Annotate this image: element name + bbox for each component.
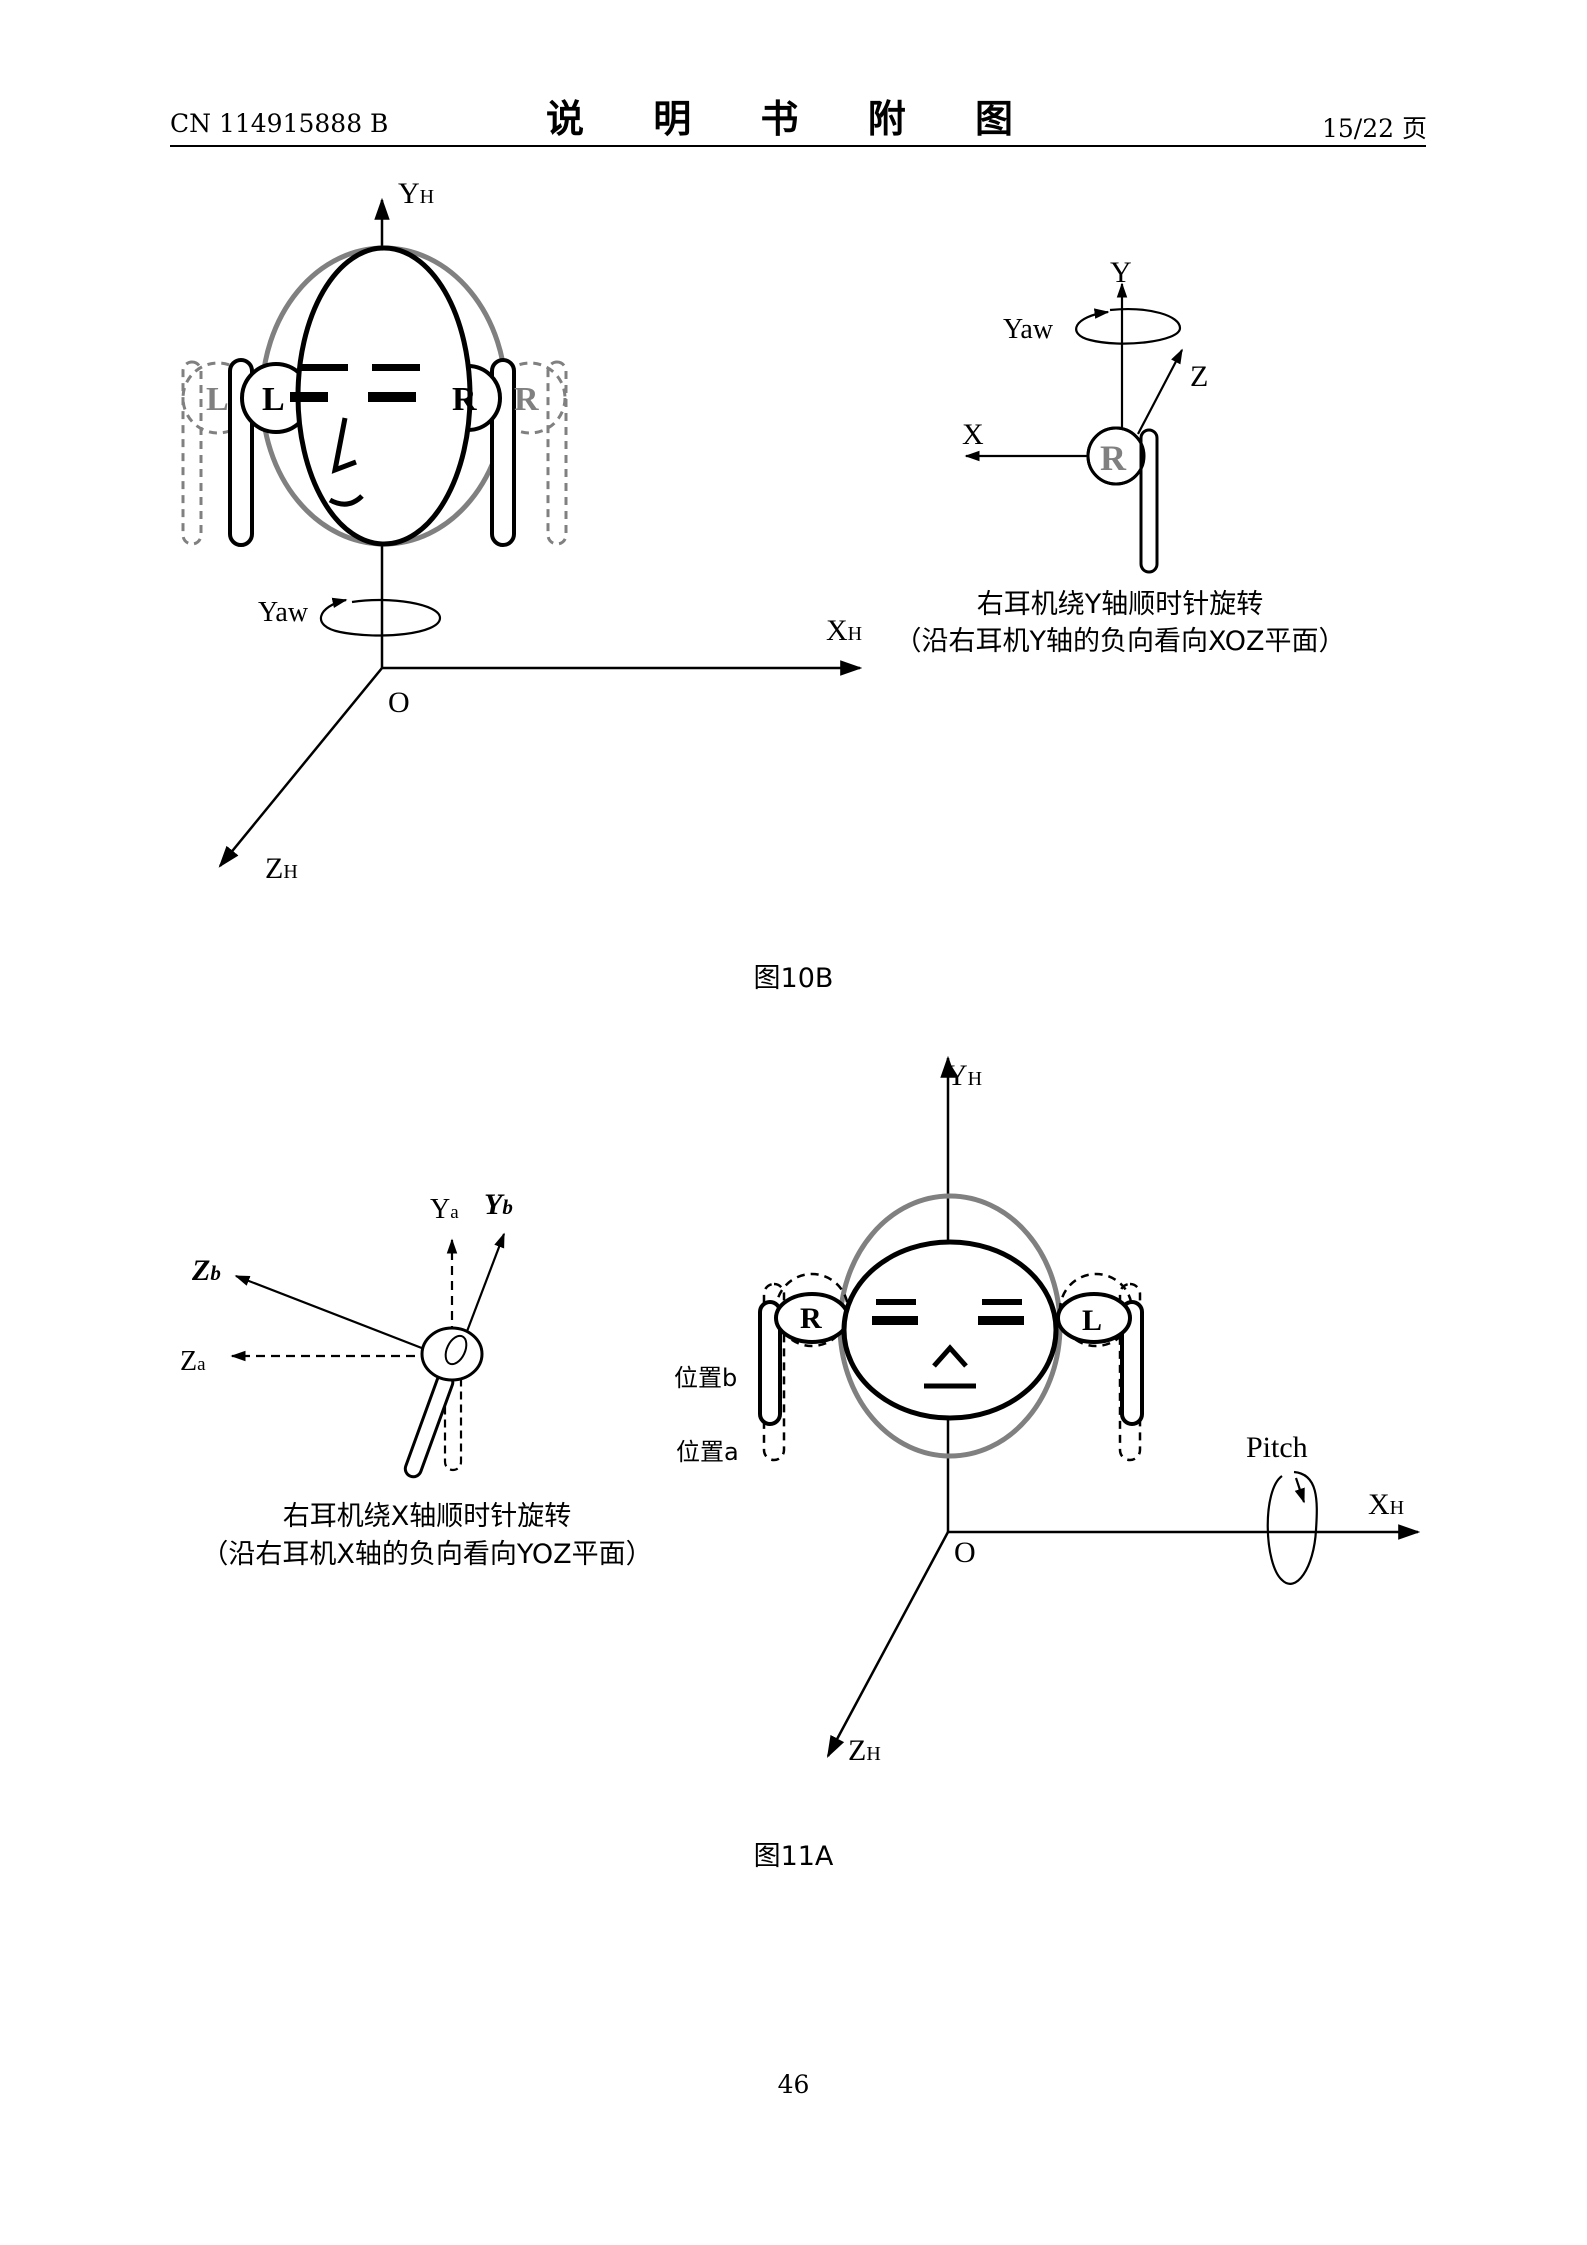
fig11a-inset-za-label: Za [180,1346,206,1377]
fig10b-inset-z-axis [1137,348,1183,435]
fig11a-z-axis-label: ZH [848,1734,881,1767]
fig10b-inset-yaw-label: Yaw [1003,314,1054,345]
fig11a-inset-zb-label: Zb [191,1254,221,1287]
fig11a-inset-desc-line1: 右耳机绕X轴顺时针旋转 [283,1501,572,1532]
fig11a-position-b-label: 位置b [674,1364,737,1392]
fig11a-right-earbud-label: R [800,1302,822,1335]
fig10b-yaw-rotation-arrow [319,597,442,637]
fig10b-inset-earbud-head-front [1086,426,1146,486]
fig11a-inset-diagram [230,1232,506,1479]
fig11a-left-eye-lower [872,1316,918,1325]
header-divider [170,145,1426,147]
fig11a-inset-zb-axis [234,1274,433,1354]
fig11a-left-earbud-stem [1120,1300,1144,1426]
fig10b-right-earbud-original-label: R [514,381,539,418]
fig10b-yaw-label: Yaw [258,597,309,628]
fig11a-inset-earbud-stem [403,1372,455,1479]
fig11a-z-axis [826,1531,950,1758]
fig10b-x-axis-label: XH [826,614,862,647]
fig11a-pitch-rotation-arrow [1266,1470,1318,1585]
fig11a-x-axis-label: XH [1368,1488,1404,1521]
fig10b-nose [331,417,357,474]
fig10b-left-earbud-original-label: L [206,381,229,418]
fig10b-left-earbud-original [181,360,203,546]
fig11a-left-earbud-label: L [1082,1304,1102,1337]
page-ratio: 15/22 页 [1322,114,1427,143]
fig11a-position-a-label: 位置a [676,1438,739,1466]
patent-number: CN 114915888 B [170,109,389,138]
fig11a-pitch-rotation-head [1294,1477,1306,1504]
fig11a-caption: 图11A [753,1841,834,1872]
fig11a-inset-yb-axis [464,1232,506,1335]
fig11a-inset-desc-line2: （沿右耳机X轴的负向看向YOZ平面） [201,1539,652,1570]
fig10b-z-axis-label: ZH [265,852,298,885]
page-number: 46 [777,2070,810,2099]
fig10b-left-eye-lower [290,392,328,402]
fig11a-main-diagram [758,1055,1421,1758]
fig11a-inset-earbud-head [420,1326,484,1382]
fig10b-z-axis [218,667,383,868]
fig11a-inset-earbud-tip [444,1334,468,1366]
fig10b-inset-x-label: X [962,418,984,451]
fig10b-inset-y-label: Y [1110,256,1132,289]
fig11a-right-earbud-stem [758,1300,782,1426]
fig10b-right-earbud-original-head [493,361,567,435]
fig11a-y-axis-label: YH [946,1059,982,1092]
fig11a-left-earbud-head [1056,1292,1132,1344]
fig11a-inset-ya-label: Ya [430,1194,459,1225]
fig10b-caption: 图10B [753,963,834,994]
page-title: 说 明 书 附 图 [546,97,1041,141]
fig10b-inset-diagram [964,282,1183,574]
fig10b-inset-z-label: Z [1190,360,1208,393]
fig10b-inset-desc-line2: （沿右耳机Y轴的负向看向XOZ平面） [894,626,1345,657]
fig10b-inset-desc-line1: 右耳机绕Y轴顺时针旋转 [977,589,1264,620]
fig10b-mouth [328,494,364,507]
fig10b-origin-label: O [388,686,410,719]
fig10b-right-earbud-original [546,360,568,546]
fig11a-pitch-label: Pitch [1246,1431,1308,1464]
fig11a-left-eye [876,1299,916,1305]
fig11a-origin-label: O [954,1536,976,1569]
fig11a-nose [932,1344,968,1368]
fig10b-left-earbud-label: L [262,381,285,418]
fig11a-inset-yb-label: Yb [484,1188,513,1221]
fig10b-left-eye [300,364,348,371]
fig10b-right-eye [372,364,420,371]
fig10b-main-diagram [181,197,863,868]
fig10b-inset-yaw-arrow [1075,308,1182,345]
fig11a-head-rotated [841,1239,1059,1421]
fig11a-right-eye [982,1299,1022,1305]
fig11a-right-eye-lower [978,1316,1024,1325]
fig10b-inset-earbud-stem [1139,428,1159,574]
fig10b-right-eye-lower [368,392,416,402]
fig10b-right-earbud-label: R [452,381,477,418]
fig10b-inset-earbud-label: R [1100,438,1127,478]
fig10b-y-axis-label: YH [398,177,434,210]
